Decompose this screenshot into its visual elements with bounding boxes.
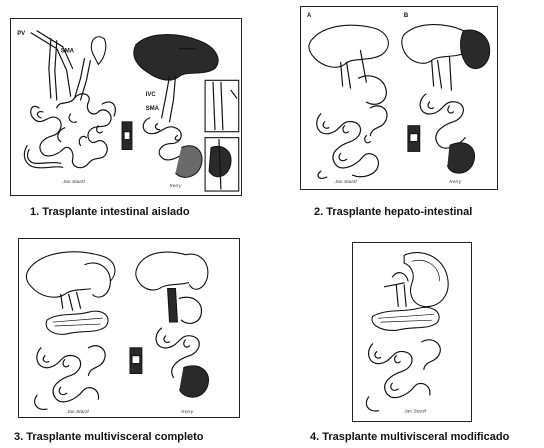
panel-modified-multivisceral-transplant: Jan Starzl bbox=[352, 242, 472, 422]
liver-outline-a bbox=[309, 25, 388, 67]
panel-hepato-intestinal-transplant: A B Jan Starzl Kerry bbox=[300, 6, 498, 190]
pancreas-outline bbox=[372, 307, 439, 330]
stomach-outline-right bbox=[185, 254, 208, 289]
svg-text:SMA: SMA bbox=[146, 106, 160, 112]
caption-panel-4: 4. Trasplante multivisceral modificado bbox=[310, 431, 509, 443]
svg-text:Kerry: Kerry bbox=[449, 179, 461, 185]
stomach-outline bbox=[404, 253, 448, 307]
hepato-intestinal-transplant-illustration: A B Jan Starzl Kerry bbox=[301, 7, 497, 189]
caption-panel-2: 2. Trasplante hepato-intestinal bbox=[314, 206, 472, 218]
svg-text:Kerry: Kerry bbox=[170, 183, 182, 189]
modified-multivisceral-transplant-illustration: Jan Starzl bbox=[353, 243, 471, 421]
pancreas-outline bbox=[46, 311, 108, 334]
isolated-intestinal-transplant-illustration: PV SMA Jan Starzl IVC SMA Kerry bbox=[11, 19, 241, 195]
colon-segment bbox=[175, 146, 202, 178]
full-multivisceral-transplant-illustration: Jan Starzl Kerry bbox=[19, 239, 239, 417]
colon-segment bbox=[447, 143, 474, 173]
svg-text:Kerry: Kerry bbox=[181, 409, 193, 415]
caption-panel-3: 3. Trasplante multivisceral completo bbox=[14, 431, 204, 443]
caption-panel-1: 1. Trasplante intestinal aislado bbox=[30, 206, 190, 218]
panel-isolated-intestinal-transplant: PV SMA Jan Starzl IVC SMA Kerry bbox=[10, 18, 242, 196]
panel-full-multivisceral-transplant: Jan Starzl Kerry bbox=[18, 238, 240, 418]
svg-text:IVC: IVC bbox=[146, 92, 157, 98]
svg-text:Jan Starzl: Jan Starzl bbox=[334, 179, 358, 185]
small-bowel-loops bbox=[24, 94, 111, 168]
liver-shape bbox=[134, 35, 218, 81]
svg-text:Jan Starzl: Jan Starzl bbox=[66, 409, 90, 415]
label-pv: PV bbox=[17, 31, 25, 37]
label-sma: SMA bbox=[61, 49, 75, 55]
svg-text:Jan Starzl: Jan Starzl bbox=[403, 409, 427, 415]
stomach-shape bbox=[461, 30, 490, 69]
svg-text:Jan Starzl: Jan Starzl bbox=[62, 179, 86, 185]
label-a: A bbox=[307, 13, 312, 19]
aortic-conduit bbox=[168, 288, 178, 322]
colon-segment bbox=[179, 366, 208, 397]
label-b: B bbox=[404, 13, 408, 19]
